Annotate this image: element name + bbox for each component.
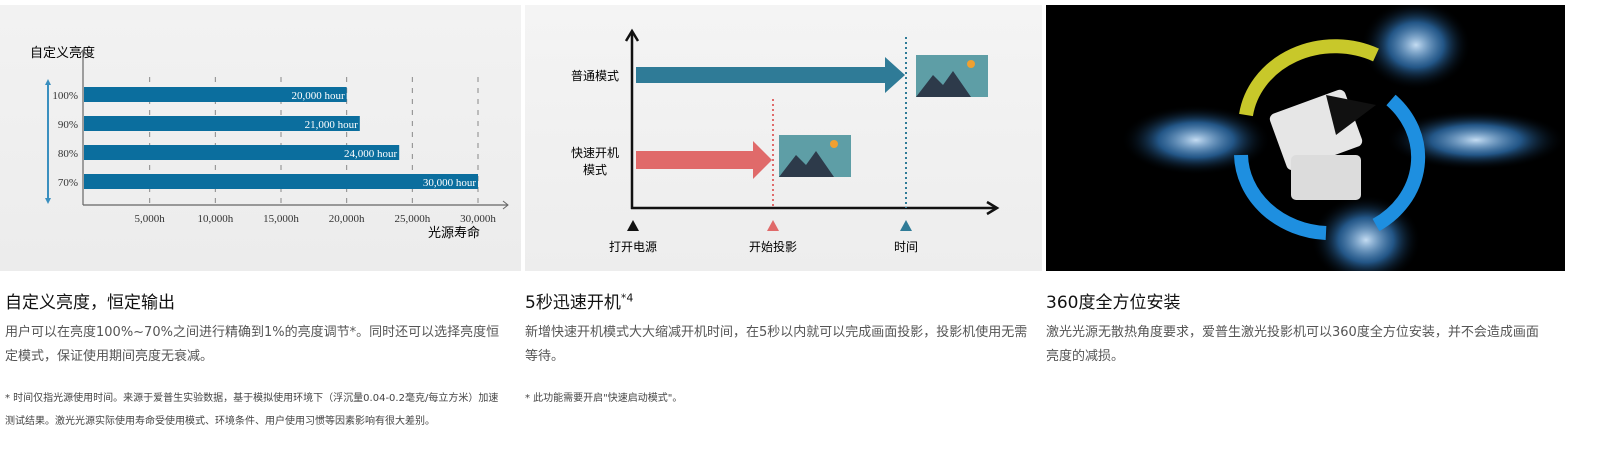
x-tick-label: 15,000h: [263, 213, 299, 225]
projector: [1291, 155, 1361, 200]
feature-footnote: * 时间仅指光源使用时间。来源于爱普生实验数据，基于模拟使用环境下（浮沉量0.0…: [5, 393, 499, 427]
diagram-x-arrow: [986, 200, 1000, 216]
x-tick-label: 30,000h: [460, 213, 496, 225]
feature-360-install: 360度全方位安装 激光光源无散热角度要求，爱普生激光投影机可以360度全方位安…: [1046, 288, 1546, 369]
normal-mode-label: 普通模式: [571, 69, 619, 83]
bar-value-label: 30,000 hour: [423, 177, 477, 189]
footnote-ref: *4: [620, 291, 634, 305]
fast-startup-diagram-panel: 普通模式 快速开机 模式 打开电源 开始投影 时间: [525, 5, 1042, 271]
light-beam: [1386, 110, 1565, 170]
feature-title: 自定义亮度，恒定输出: [5, 293, 175, 313]
chart-xlabel: 光源寿命: [428, 225, 480, 241]
chart-ylabel: 自定义亮度: [30, 45, 95, 61]
brightness-lifetime-chart: 自定义亮度 光源寿命 5,000h 10,000h 15,000h 20,000h 25…: [30, 45, 509, 241]
time-marker: [900, 220, 912, 231]
feature-description: 用户可以在亮度100%~70%之间进行精确到1%的亮度调节*。同时还可以选择亮度…: [5, 325, 500, 364]
y-tick-label: 100%: [52, 90, 78, 102]
x-axis-arrow: [502, 200, 509, 210]
feature-title: 5秒迅速开机: [525, 293, 621, 313]
power-on-label: 打开电源: [609, 240, 657, 254]
projection-start-label: 开始投影: [749, 239, 797, 254]
bar-value-label: 24,000 hour: [344, 148, 398, 160]
brightness-chart-panel: 自定义亮度 光源寿命 5,000h 10,000h 15,000h 20,000h 25…: [0, 5, 521, 271]
x-tick-label: 20,000h: [329, 213, 365, 225]
startup-timeline-diagram: 普通模式 快速开机 模式 打开电源 开始投影 时间: [571, 28, 1000, 254]
fast-mode-arrow: [636, 141, 772, 179]
image-icon: [916, 55, 988, 97]
diagram-y-arrow: [624, 28, 640, 42]
fast-mode-label-2: 模式: [583, 163, 607, 177]
feature-description: 激光光源无散热角度要求，爱普生激光投影机可以360度全方位安装，并不会造成画面亮…: [1046, 325, 1539, 364]
time-label: 时间: [894, 240, 918, 254]
x-tick-label: 5,000h: [135, 213, 166, 225]
light-beam: [1361, 5, 1471, 90]
y-tick-label: 80%: [58, 148, 78, 160]
feature-title: 360度全方位安装: [1046, 293, 1181, 313]
bar: [84, 116, 360, 131]
bar: [84, 174, 478, 189]
bar-value-label: 21,000 hour: [305, 119, 359, 131]
x-tick-label: 10,000h: [197, 213, 233, 225]
projector-illustration: [1121, 5, 1565, 271]
normal-mode-arrow: [636, 57, 905, 93]
x-tick-label: 25,000h: [394, 213, 430, 225]
projector-360-image: [1046, 5, 1565, 271]
y-tick-label: 70%: [58, 177, 78, 189]
bar: [84, 145, 400, 160]
feature-fast-startup: 5秒迅速开机*4 新增快速开机模式大大缩减开机时间，在5秒以内就可以完成画面投影…: [525, 288, 1035, 420]
fast-mode-label-1: 快速开机: [571, 146, 619, 160]
bar-value-label: 20,000 hour: [291, 90, 345, 102]
rotation-arrow: [1372, 94, 1426, 232]
projection-start-marker: [767, 220, 779, 231]
feature-brightness: 自定义亮度，恒定输出 用户可以在亮度100%~70%之间进行精确到1%的亮度调节…: [5, 288, 505, 443]
projector-shadow: [1326, 95, 1376, 135]
bar: [84, 87, 347, 102]
light-beam: [1121, 105, 1271, 175]
y-tick-label: 90%: [58, 119, 78, 131]
y-axis-arrow: [78, 49, 88, 56]
feature-description: 新增快速开机模式大大缩减开机时间，在5秒以内就可以完成画面投影，投影机使用无需等…: [525, 325, 1028, 364]
power-on-marker: [627, 220, 639, 231]
feature-footnote: * 此功能需要开启"快速启动模式"。: [525, 393, 683, 404]
rotation-arrow: [1239, 39, 1379, 117]
rotation-arrow: [1234, 154, 1327, 240]
image-icon: [779, 135, 851, 177]
